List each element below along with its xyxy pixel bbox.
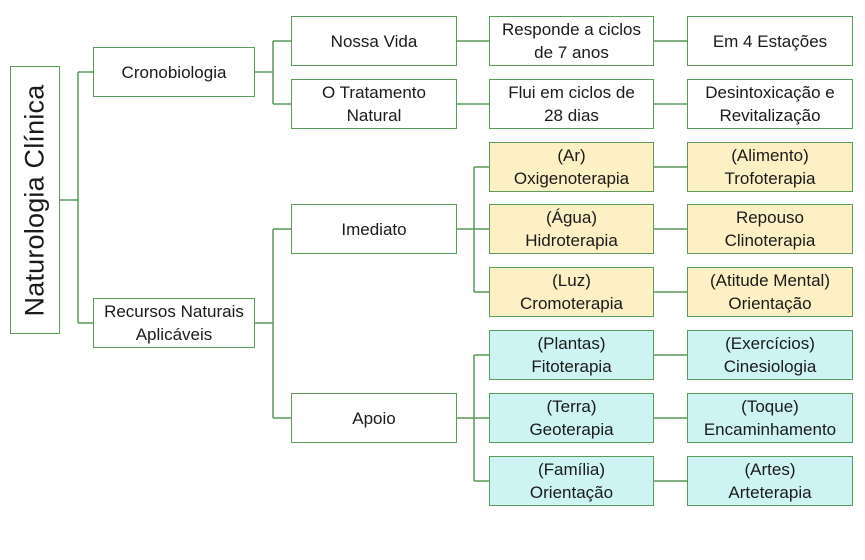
node-imediato: Imediato — [291, 204, 457, 254]
node-ciclos-7-anos: Responde a ciclos de 7 anos — [489, 16, 654, 66]
node-tratamento-natural: O Tratamento Natural — [291, 79, 457, 129]
connector-imediato-rows — [654, 166, 687, 293]
node-ciclos-28-dias: Flui em ciclos de 28 dias — [489, 79, 654, 129]
connector-root — [60, 71, 93, 324]
node-cronobiologia: Cronobiologia — [93, 47, 255, 97]
node-apoio: Apoio — [291, 393, 457, 443]
node-cinesiologia: (Exercícios) Cinesiologia — [687, 330, 853, 380]
node-encaminhamento: (Toque) Encaminhamento — [687, 393, 853, 443]
node-fitoterapia: (Plantas) Fitoterapia — [489, 330, 654, 380]
connector-recursos — [255, 228, 291, 419]
node-cromoterapia: (Luz) Cromoterapia — [489, 267, 654, 317]
node-oxigenoterapia: (Ar) Oxigenoterapia — [489, 142, 654, 192]
node-recursos-naturais: Recursos Naturais Aplicáveis — [93, 298, 255, 348]
node-trofoterapia: (Alimento) Trofoterapia — [687, 142, 853, 192]
connector-cronobiologia — [255, 40, 291, 105]
node-hidroterapia: (Água) Hidroterapia — [489, 204, 654, 254]
node-geoterapia: (Terra) Geoterapia — [489, 393, 654, 443]
node-4-estacoes: Em 4 Estações — [687, 16, 853, 66]
node-arteterapia: (Artes) Arteterapia — [687, 456, 853, 506]
node-clinoterapia: Repouso Clinoterapia — [687, 204, 853, 254]
node-orientacao-mental: (Atitude Mental) Orientação — [687, 267, 853, 317]
connector-apoio — [457, 354, 489, 482]
root-node: Naturologia Clínica — [10, 66, 60, 334]
node-orientacao-familia: (Família) Orientação — [489, 456, 654, 506]
node-nossa-vida: Nossa Vida — [291, 16, 457, 66]
node-desintoxicacao: Desintoxicação e Revitalização — [687, 79, 853, 129]
root-label: Naturologia Clínica — [19, 84, 50, 316]
connector-imediato — [457, 166, 489, 293]
connector-apoio-rows — [654, 354, 687, 482]
